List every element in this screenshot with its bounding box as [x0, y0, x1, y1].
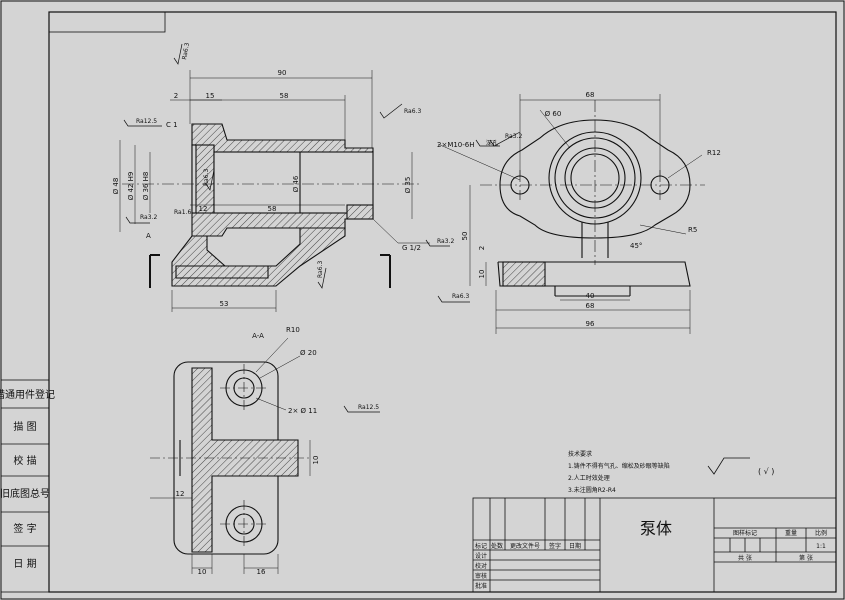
roughness-ra125: Ra12.5 — [136, 118, 157, 125]
section-dim-12: 12 — [176, 490, 185, 498]
roughness-ra32-inner: Ra3.2 — [140, 214, 157, 221]
front-dim-lines — [119, 70, 430, 312]
section-view-aa: A-A R — [150, 326, 380, 576]
sheet-total: 共 张 — [738, 554, 752, 562]
side-label-register: 借通用件登记 — [0, 388, 55, 401]
rev-header-count: 处数 — [491, 542, 503, 550]
scale-value: 1:1 — [816, 543, 826, 550]
side-view: 68 Ø 60 2×M10-6H R12 R5 50 2 10 40 68 96… — [437, 91, 721, 334]
side-dim-lines — [437, 94, 703, 334]
section-dim-holes: 2× Ø 11 — [288, 407, 317, 415]
rev-header-mark: 标记 — [475, 542, 487, 550]
role-design: 设计 — [475, 552, 487, 560]
notes-item-1: 1.铸件不得有气孔、缩松及砂眼等缺陷 — [568, 462, 670, 470]
roughness-ra32-thread: Ra3.2 — [437, 238, 454, 245]
roughness-ra63-bore: Ra6.3 — [203, 169, 210, 186]
side-dim-68-bottom: 68 — [586, 302, 595, 310]
side-dim-d60: Ø 60 — [545, 110, 562, 118]
dim-d42: Ø 42 H9 — [127, 172, 135, 201]
section-dim-r10: R10 — [286, 326, 300, 334]
side-dim-10: 10 — [478, 270, 486, 279]
header-drawing-mark: 图样标记 — [733, 529, 757, 537]
dim-58-top: 58 — [280, 92, 289, 100]
section-dim-10-bottom: 10 — [198, 568, 207, 576]
technical-notes: 技术要求 1.铸件不得有气孔、缩松及砂眼等缺陷 2.人工时效处理 3.未注圆角R… — [568, 450, 670, 494]
sheet-number: 第 张 — [799, 554, 813, 562]
side-label-old-no: 旧底图总号 — [0, 487, 50, 500]
dim-58-mid: 58 — [268, 205, 277, 213]
front-view-geometry — [171, 123, 374, 287]
dim-15: 15 — [206, 92, 215, 100]
dim-d46: Ø 46 — [292, 175, 300, 192]
side-dim-2: 2 — [478, 246, 486, 250]
roughness-ra63-base: Ra6.3 — [317, 261, 324, 278]
section-dim-16: 16 — [257, 568, 266, 576]
header-weight: 重量 — [785, 529, 797, 537]
role-check: 校对 — [475, 562, 487, 570]
side-label-proof: 校 描 — [13, 454, 36, 467]
roughness-ra16: Ra1.6 — [174, 209, 191, 216]
dim-d36: Ø 36 H8 — [142, 172, 150, 201]
rev-header-doc: 更改文件号 — [510, 542, 540, 550]
front-roughness-symbols — [123, 43, 500, 289]
thread-label: G 1/2 — [402, 244, 421, 252]
dim-12: 12 — [199, 205, 208, 213]
roughness-ra63-top: Ra6.3 — [181, 42, 191, 60]
side-dim-50: 50 — [461, 232, 469, 241]
side-dim-holes: 2×M10-6H — [437, 141, 475, 149]
dim-90: 90 — [278, 69, 287, 77]
dim-d48: Ø 48 — [112, 178, 120, 195]
section-letter: A — [146, 232, 151, 240]
side-dim-40: 40 — [586, 292, 595, 300]
side-dim-68-top: 68 — [586, 91, 595, 99]
side-dim-r12: R12 — [707, 149, 721, 157]
section-dim-lines — [150, 337, 311, 574]
side-dim-r5: R5 — [688, 226, 697, 234]
notes-item-3: 3.未注圆角R2-R4 — [568, 486, 616, 494]
side-label-date: 日 期 — [13, 558, 36, 570]
part-name: 泵体 — [640, 519, 672, 538]
front-view: 90 58 15 2 58 53 12 Ø 48 Ø 42 H9 Ø 36 H8… — [112, 42, 500, 312]
role-approve: 批准 — [475, 582, 487, 590]
dim-d35: Ø 35 — [404, 177, 412, 194]
side-label-trace: 描 图 — [13, 420, 36, 433]
side-panel — [0, 379, 50, 593]
header-scale: 比例 — [815, 529, 827, 537]
chamfer-label: C 1 — [166, 121, 178, 129]
notes-item-2: 2.人工时效处理 — [568, 474, 610, 482]
side-dim-96: 96 — [586, 320, 595, 328]
rev-header-date: 日期 — [569, 542, 581, 550]
roughness-ra63-right: Ra6.3 — [404, 108, 421, 115]
side-roughness-ra32: Ra3.2 — [505, 133, 522, 140]
title-block — [472, 497, 837, 593]
section-dim-10-right: 10 — [312, 456, 320, 465]
section-title: A-A — [252, 332, 264, 340]
dim-53: 53 — [220, 300, 229, 308]
general-roughness — [707, 457, 750, 475]
dim-2: 2 — [174, 92, 178, 100]
section-roughness-ra125: Ra12.5 — [358, 404, 379, 411]
rev-header-sign: 签字 — [549, 542, 561, 550]
role-review: 审核 — [475, 572, 487, 580]
side-view-geometry — [497, 119, 691, 297]
side-dim-angle: 45° — [630, 242, 642, 250]
side-roughness-ra63: Ra6.3 — [452, 293, 469, 300]
notes-title: 技术要求 — [568, 450, 592, 458]
side-label-sign: 签 字 — [13, 522, 36, 535]
general-roughness-paren: ( √ ) — [758, 467, 774, 476]
section-dim-d20: Ø 20 — [300, 349, 317, 357]
